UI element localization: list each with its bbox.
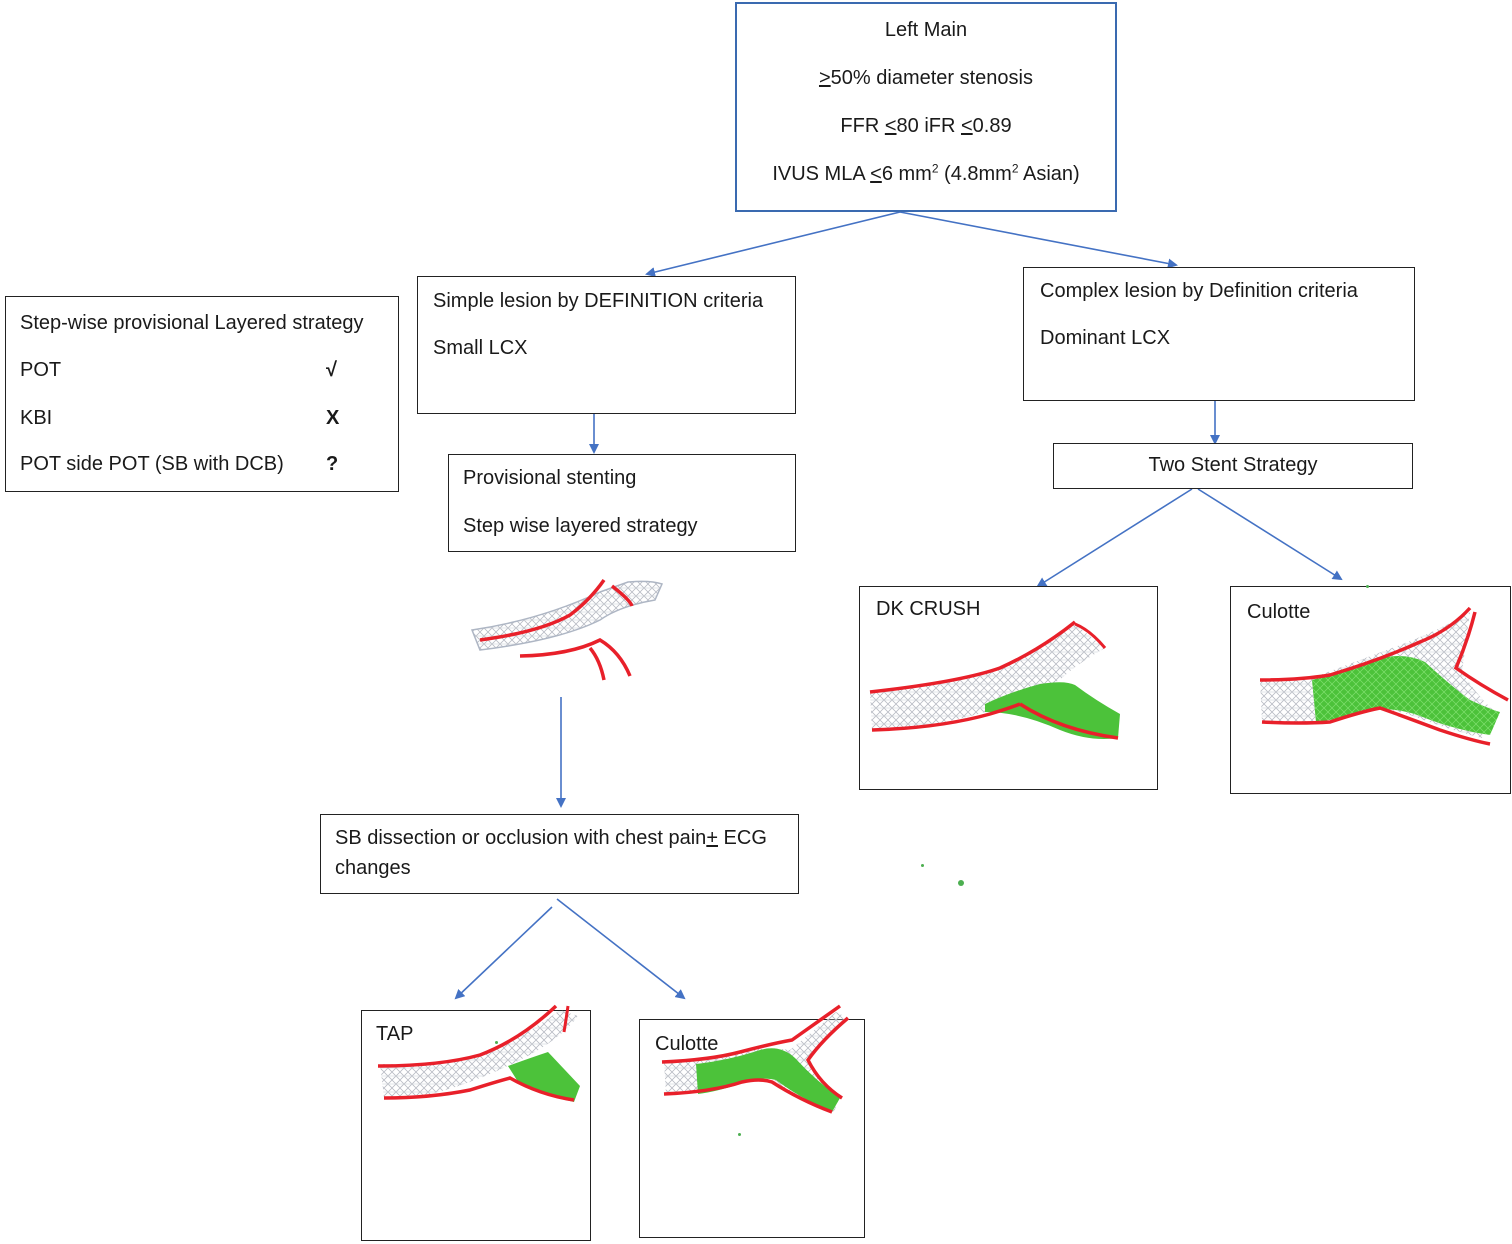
ffr-criterion: FFR <80 iFR <0.89 — [840, 115, 1012, 137]
sb-dissection-line1: SB dissection or occlusion with chest pa… — [335, 827, 767, 849]
provisional-stenting-title: Provisional stenting — [463, 467, 637, 489]
sb-dissection-line2: changes — [335, 857, 411, 879]
culotte-right-drawing — [1259, 606, 1509, 746]
stray-dot — [958, 880, 964, 886]
provisional-stent-drawing — [470, 578, 664, 681]
small-lcx-label: Small LCX — [433, 337, 528, 359]
stray-dot — [921, 864, 924, 867]
check-mark: √ — [326, 359, 337, 381]
left-main-title: Left Main — [884, 19, 968, 41]
arrow-sb-to-tap — [454, 906, 553, 1000]
simple-lesion-box: Simple lesion by DEFINITION criteria Sma… — [417, 276, 796, 414]
sb-dissection-box: SB dissection or occlusion with chest pa… — [320, 814, 799, 894]
stray-dot — [495, 1041, 498, 1044]
dk-crush-label: DK CRUSH — [876, 598, 981, 620]
arrow-sb-to-culotte — [556, 898, 686, 1000]
arrow-twostent-to-dkcrush — [1036, 488, 1193, 588]
culotte-right-label: Culotte — [1247, 601, 1311, 623]
legend-box: Step-wise provisional Layered strategy P… — [5, 296, 399, 492]
question-mark: ? — [326, 453, 339, 475]
stray-dot — [1366, 585, 1369, 588]
tap-box: TAP — [361, 1010, 591, 1241]
arrow-twostent-to-culotte — [1197, 488, 1343, 581]
legend-row-item: POT side POT (SB with DCB) — [20, 453, 284, 475]
dk-crush-drawing — [869, 620, 1120, 740]
arrow-main-to-complex — [899, 211, 1178, 269]
step-wise-label: Step wise layered strategy — [463, 515, 698, 537]
simple-lesion-title: Simple lesion by DEFINITION criteria — [433, 290, 764, 312]
culotte-bottom-drawing — [661, 1004, 850, 1114]
legend-title: Step-wise provisional Layered strategy — [20, 312, 364, 334]
dominant-lcx-label: Dominant LCX — [1040, 327, 1171, 349]
tap-label: TAP — [376, 1023, 414, 1045]
complex-lesion-title: Complex lesion by Definition criteria — [1040, 280, 1358, 302]
stray-dot — [738, 1133, 741, 1136]
tap-drawing — [377, 1004, 580, 1102]
legend-row-item: KBI — [20, 407, 53, 429]
left-main-box: Left Main >50% diameter stenosis FFR <80… — [735, 2, 1117, 212]
two-stent-strategy-label: Two Stent Strategy — [1148, 454, 1318, 476]
x-mark: X — [326, 407, 340, 429]
complex-lesion-box: Complex lesion by Definition criteria Do… — [1023, 267, 1415, 401]
provisional-stenting-box: Provisional stenting Step wise layered s… — [448, 454, 796, 552]
arrow-main-to-simple — [645, 211, 901, 277]
stenosis-criterion: >50% diameter stenosis — [818, 67, 1033, 89]
ivus-criterion: IVUS MLA <6 mm2 (4.8mm2 Asian) — [772, 161, 1080, 185]
culotte-bottom-label: Culotte — [655, 1033, 719, 1055]
two-stent-strategy-box: Two Stent Strategy — [1053, 443, 1413, 489]
legend-row-item: POT — [20, 359, 62, 381]
